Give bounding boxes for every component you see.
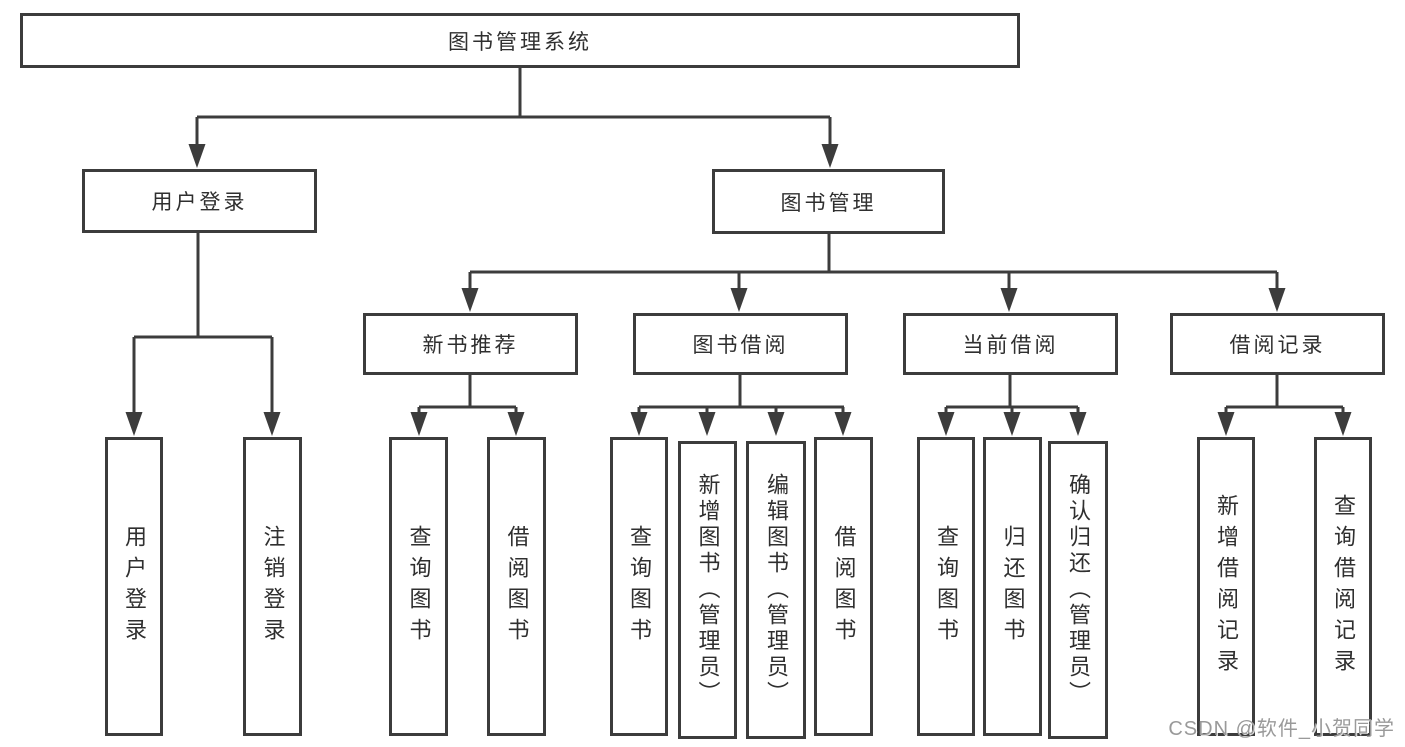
leaf-add-borrow-record: 新增借阅记录	[1197, 437, 1255, 736]
leaf-confirm-return-admin: 确认归还（管理员）	[1048, 441, 1108, 739]
node-book-management: 图书管理	[712, 169, 945, 234]
leaf-query-book-current: 查询图书	[917, 437, 975, 736]
connector-new-book	[417, 375, 518, 414]
connector-root	[195, 68, 832, 146]
arrow-down-icon	[1069, 412, 1087, 436]
arrow-down-icon	[1334, 412, 1352, 436]
arrow-down-icon	[1000, 288, 1018, 312]
leaf-borrow-book: 借阅图书	[814, 437, 873, 736]
arrow-down-icon	[507, 412, 525, 436]
node-book-borrow: 图书借阅	[633, 313, 848, 375]
leaf-query-book-borrow: 查询图书	[610, 437, 668, 736]
arrow-down-icon	[461, 288, 479, 312]
arrow-down-icon	[821, 144, 839, 168]
leaf-add-book-admin: 新增图书（管理员）	[678, 441, 737, 739]
watermark: CSDN @软件_小贺同学	[1168, 718, 1395, 740]
connector-current-borrow	[944, 375, 1080, 414]
arrow-down-icon	[263, 412, 281, 436]
arrow-down-icon	[767, 412, 785, 436]
leaf-return-book: 归还图书	[983, 437, 1042, 736]
leaf-query-borrow-record: 查询借阅记录	[1314, 437, 1372, 736]
leaf-logout: 注销登录	[243, 437, 302, 736]
arrow-down-icon	[125, 412, 143, 436]
arrow-down-icon	[630, 412, 648, 436]
arrow-down-icon	[188, 144, 206, 168]
node-current-borrow: 当前借阅	[903, 313, 1118, 375]
node-user-login: 用户登录	[82, 169, 317, 233]
leaf-query-book-recommend: 查询图书	[389, 437, 448, 736]
arrow-down-icon	[1217, 412, 1235, 436]
connector-book-borrow	[637, 375, 845, 414]
node-new-book-recommend: 新书推荐	[363, 313, 578, 375]
node-borrow-records: 借阅记录	[1170, 313, 1385, 375]
arrow-down-icon	[1003, 412, 1021, 436]
connector-borrow-records	[1224, 375, 1345, 414]
arrow-down-icon	[834, 412, 852, 436]
arrow-down-icon	[410, 412, 428, 436]
arrow-down-icon	[1268, 288, 1286, 312]
arrow-down-icon	[937, 412, 955, 436]
arrow-down-icon	[730, 288, 748, 312]
leaf-borrow-book-recommend: 借阅图书	[487, 437, 546, 736]
arrow-down-icon	[698, 412, 716, 436]
leaf-user-login: 用户登录	[105, 437, 163, 736]
connector-user-login	[132, 232, 274, 412]
connector-book-management	[468, 234, 1279, 290]
node-root-library-system: 图书管理系统	[20, 13, 1020, 68]
leaf-edit-book-admin: 编辑图书（管理员）	[746, 441, 806, 739]
